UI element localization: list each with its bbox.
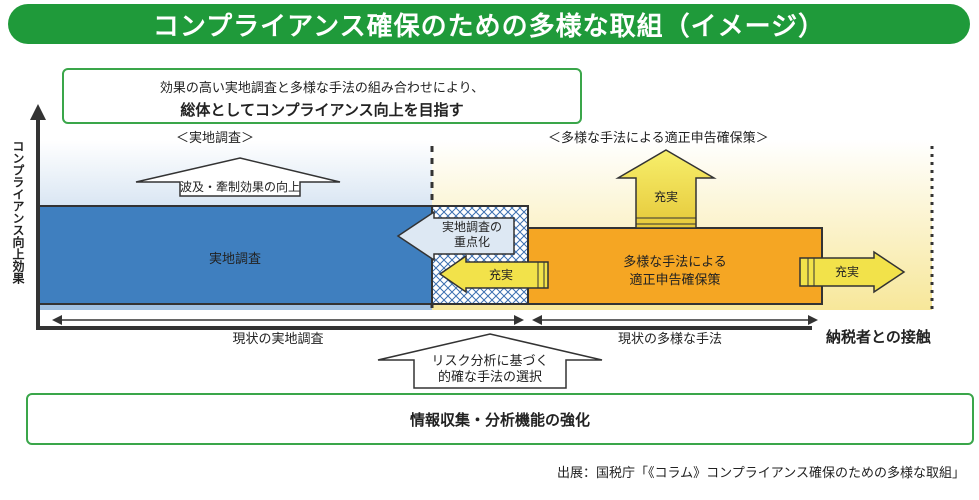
enhance-left-arrow	[438, 254, 549, 294]
enhance-left-label: 充実	[488, 268, 513, 282]
methods-range-right-head	[808, 315, 818, 325]
enhance-up-arrow	[615, 149, 717, 229]
focus-arrow	[396, 210, 515, 262]
bottom-box-label: 情報収集・分析機能の強化	[409, 410, 590, 429]
survey-range-right-head	[514, 315, 524, 325]
diverse-methods-line-1: 多様な手法による	[623, 255, 727, 270]
current-survey-label: 現状の実地調査	[232, 332, 324, 347]
goal-box: 効果の高い実地調査と多様な手法の組み合わせにより、 総体としてコンプライアンス向…	[62, 68, 582, 124]
enhance-right-arrow	[799, 250, 906, 294]
ripple-label: 波及・牽制効果の向上	[180, 180, 301, 194]
focus-label-line-1: 実地調査の	[441, 220, 502, 234]
focus-label-line-2: 重点化	[453, 235, 490, 249]
y-axis-label: コンプライアンス向上効果	[11, 140, 25, 284]
goal-line-1: 効果の高い実地調査と多様な手法の組み合わせにより、	[159, 81, 485, 96]
ripple-arrow	[135, 157, 341, 197]
survey-range-left-head	[52, 315, 62, 325]
enhance-up-label: 充実	[653, 190, 678, 204]
title-banner: コンプライアンス確保のための多様な取組（イメージ）	[8, 4, 970, 44]
x-axis-end-label: 納税者との接触	[826, 328, 931, 346]
section-label-methods: ＜多様な手法による適正申告確保策＞	[548, 131, 769, 146]
risk-label-line-1: リスク分析に基づく	[431, 354, 549, 369]
current-methods-label: 現状の多様な手法	[617, 332, 722, 347]
diverse-methods-line-2: 適正申告確保策	[629, 273, 721, 288]
risk-arrow	[377, 333, 603, 389]
methods-range-left-head	[532, 315, 542, 325]
risk-label-line-2: 的確な手法の選択	[437, 370, 542, 385]
field-survey-label: 実地調査	[208, 252, 261, 267]
bottom-box: 情報収集・分析機能の強化	[26, 393, 974, 445]
enhance-right-label: 充実	[834, 265, 859, 279]
diverse-methods-label: 多様な手法による 適正申告確保策	[590, 254, 760, 290]
y-axis-arrowhead	[30, 104, 46, 120]
source-note: 出展：国税庁「《コラム》コンプライアンス確保のための多様な取組」	[557, 466, 965, 481]
risk-label: リスク分析に基づく 的確な手法の選択	[414, 354, 566, 386]
section-label-survey: ＜実地調査＞	[176, 131, 255, 146]
focus-label: 実地調査の 重点化	[430, 220, 514, 250]
page-title: コンプライアンス確保のための多様な取組（イメージ）	[152, 11, 826, 42]
goal-line-2: 総体としてコンプライアンス向上を目指す	[180, 101, 464, 119]
